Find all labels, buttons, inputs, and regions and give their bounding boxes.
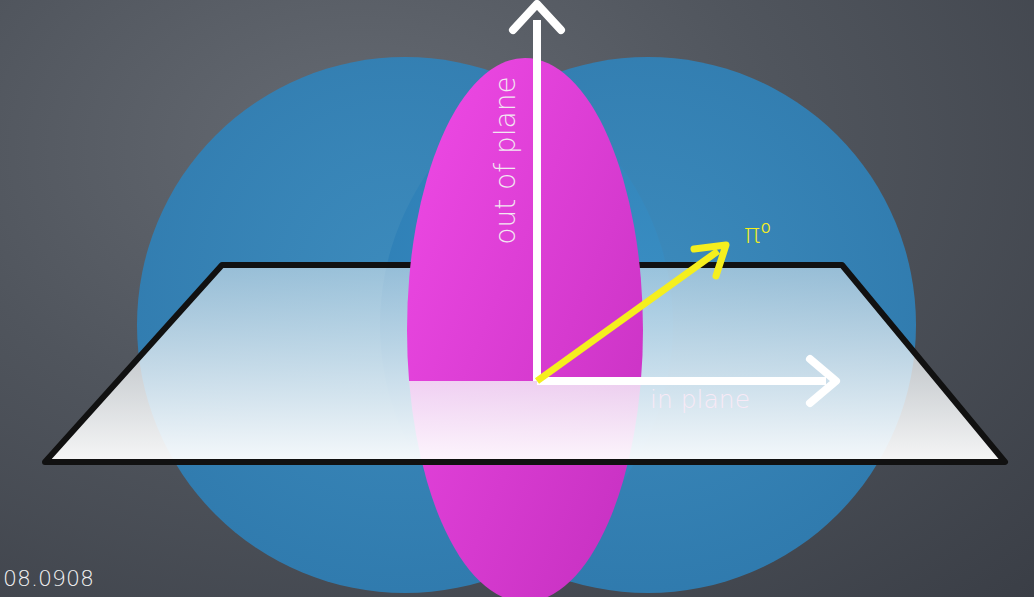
reference-note: 08.0908 (3, 566, 94, 591)
axis-head (810, 359, 836, 403)
axis-label: out of plane (488, 76, 521, 244)
pion-head (694, 245, 726, 276)
pion-momentum (537, 251, 718, 381)
axis-label: in plane (650, 385, 750, 414)
axis-head (513, 4, 561, 30)
in-plane-axis (537, 377, 826, 385)
particle-label: π⁰ (744, 218, 771, 249)
out-of-plane-axis (533, 20, 541, 381)
